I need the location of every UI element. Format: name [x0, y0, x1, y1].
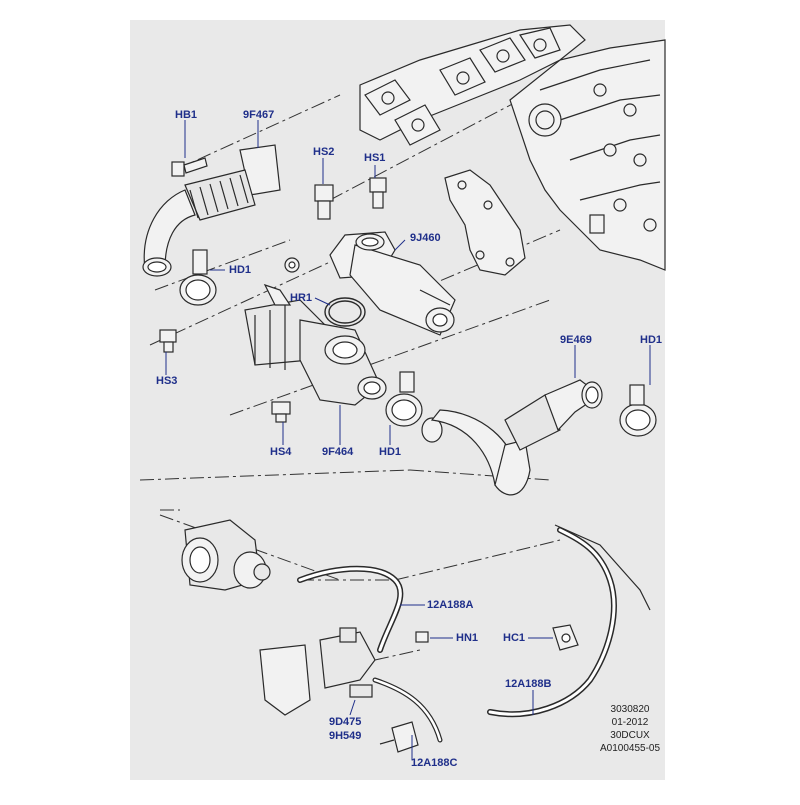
nut-hn1 [415, 631, 429, 643]
callout-9d475: 9D475 [329, 716, 362, 728]
gasket-hr1 [324, 297, 366, 327]
callout-hs3: HS3 [156, 375, 178, 387]
callout-9j460: 9J460 [410, 232, 441, 244]
leader-lines [165, 120, 651, 760]
vacuum-pipe-c-inner [373, 678, 442, 742]
info-line-1: 3030820 [610, 704, 650, 715]
callout-hd1-mid: HD1 [379, 446, 402, 458]
clamp-hd1-right [619, 384, 657, 437]
callout-hd1-upper: HD1 [229, 264, 252, 276]
callout-12a188c: 12A188C [411, 757, 458, 769]
info-line-2: 01-2012 [611, 717, 649, 728]
callout-9f464: 9F464 [322, 446, 354, 458]
solenoid-valve [259, 627, 376, 716]
info-line-3: 30DCUX [610, 730, 650, 741]
callout-hd1-right: HD1 [640, 334, 663, 346]
clamp-hd1-mid [385, 371, 423, 427]
callout-12a188b: 12A188B [505, 678, 552, 690]
bolt-hs2 [314, 184, 334, 220]
callout-hc1: HC1 [503, 632, 526, 644]
vacuum-pipe-b-branch [554, 524, 651, 611]
callout-hn1: HN1 [456, 632, 479, 644]
callout-9e469: 9E469 [560, 334, 592, 346]
callout-hs1: HS1 [364, 152, 386, 164]
exhaust-manifold [359, 24, 586, 146]
bolt-hs3 [159, 329, 177, 353]
mounting-bracket [444, 169, 526, 276]
info-block: 3030820 01-2012 30DCUX A0100455-05 [590, 703, 670, 755]
callout-hs2: HS2 [313, 146, 335, 158]
callout-9f467: 9F467 [243, 109, 275, 121]
bolt-hb1 [171, 157, 208, 177]
callout-hs4: HS4 [270, 446, 292, 458]
egr-pipe-upper [142, 144, 281, 277]
callout-hb1: HB1 [175, 109, 198, 121]
callout-hr1: HR1 [290, 292, 313, 304]
vacuum-pipe-b-inner [488, 528, 616, 716]
egr-hose-lower [421, 379, 603, 496]
engine-block [509, 39, 666, 271]
throttle-body [181, 519, 271, 591]
info-line-4: A0100455-05 [599, 743, 661, 754]
egr-cooler [244, 283, 387, 406]
bolt-hs1 [369, 177, 387, 209]
clamp-hd1-upper [179, 249, 300, 306]
bolt-hs4 [271, 401, 291, 423]
clip-hc1 [552, 624, 579, 651]
callout-9h549: 9H549 [329, 730, 362, 742]
vacuum-pipe-a-inner [298, 567, 402, 652]
egr-valve [329, 231, 456, 336]
callout-12a188a: 12A188A [427, 599, 474, 611]
